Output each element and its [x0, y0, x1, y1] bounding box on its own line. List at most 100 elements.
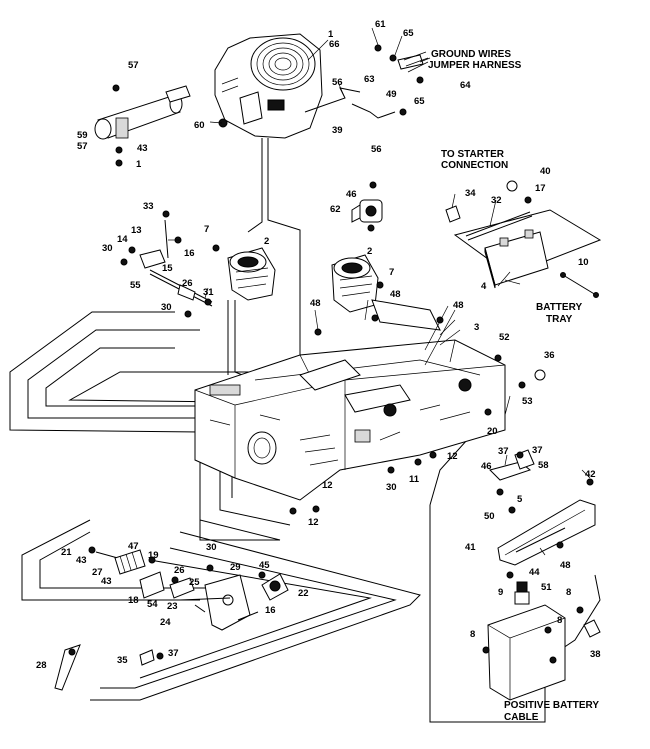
battery-caption: BATTERY: [536, 302, 582, 313]
callout: 22: [298, 588, 309, 599]
callout: 11: [409, 474, 420, 485]
positive-battery-caption: POSITIVE BATTERY: [504, 700, 599, 711]
callout: 45: [259, 560, 270, 571]
callout: 66: [329, 39, 340, 50]
callout: 65: [414, 96, 425, 107]
callout: 18: [128, 595, 139, 606]
callout: 13: [131, 225, 142, 236]
jumper-harness-caption: JUMPER HARNESS: [428, 60, 522, 71]
callout: 5: [517, 494, 523, 505]
callout: 8: [470, 629, 475, 640]
reservoir-tank: [482, 581, 601, 701]
callout: 57: [128, 60, 139, 71]
callout: 31: [203, 287, 214, 298]
callout: 37: [498, 446, 509, 457]
pedal-linkage: [54, 546, 289, 691]
callout: 1: [136, 159, 142, 170]
callout: 2: [367, 246, 372, 257]
callout: 65: [403, 28, 414, 39]
callout: 54: [147, 599, 158, 610]
callout: 21: [61, 547, 72, 558]
callout: 1: [328, 29, 334, 40]
callout: 48: [453, 300, 464, 311]
callout: 30: [386, 482, 397, 493]
callout: 56: [332, 77, 343, 88]
callout: 46: [346, 189, 357, 200]
connection-caption: CONNECTION: [441, 160, 508, 171]
callout: 30: [206, 542, 217, 553]
callout: 37: [168, 648, 179, 659]
engine: [214, 33, 323, 139]
callout: 33: [143, 201, 154, 212]
callout: 17: [535, 183, 546, 194]
callout: 29: [230, 562, 241, 573]
callout: 25: [189, 577, 200, 588]
muffler: [94, 84, 228, 167]
callout: 42: [585, 469, 596, 480]
callout: 48: [560, 560, 571, 571]
hydro-pump-right: [331, 254, 384, 313]
callout: 40: [540, 166, 551, 177]
battery-assembly: [445, 180, 602, 298]
callout: 28: [36, 660, 47, 671]
callout: 10: [578, 257, 589, 268]
callout: 4: [481, 281, 487, 292]
callout: 19: [148, 550, 159, 561]
callout: 16: [184, 248, 195, 259]
callout: 8: [557, 615, 562, 626]
chassis-frame: [194, 299, 546, 515]
callout: 7: [389, 267, 394, 278]
callout: 36: [544, 350, 555, 361]
callout: 20: [487, 426, 498, 437]
starter-solenoid: [351, 181, 383, 232]
callout: 38: [590, 649, 601, 660]
cable-caption: CABLE: [504, 712, 539, 723]
callout: 49: [386, 89, 397, 100]
callout: 8: [566, 587, 571, 598]
caption-labels: GROUND WIRES JUMPER HARNESS TO STARTER C…: [428, 49, 599, 723]
callout: 43: [137, 143, 148, 154]
callout: 62: [330, 204, 341, 215]
callout: 15: [162, 263, 173, 274]
callout: 46: [481, 461, 492, 472]
callout: 23: [167, 601, 178, 612]
callout: 52: [499, 332, 510, 343]
callout: 3: [474, 322, 479, 333]
callout: 7: [204, 224, 209, 235]
callout: 24: [160, 617, 171, 628]
ground-wires-caption: GROUND WIRES: [431, 49, 511, 60]
callout: 63: [364, 74, 375, 85]
callout: 27: [92, 567, 103, 578]
hydro-pump-left: [212, 244, 276, 301]
control-rod-left: [120, 210, 213, 318]
callout: 12: [322, 480, 333, 491]
callout: 30: [161, 302, 172, 313]
callout: 44: [529, 567, 540, 578]
callout: 51: [541, 582, 552, 593]
callout: 43: [101, 576, 112, 587]
callout: 39: [332, 125, 343, 136]
bracket-right: [489, 449, 596, 579]
callout: 56: [371, 144, 382, 155]
callout: 26: [182, 278, 193, 289]
callout: 35: [117, 655, 128, 666]
part-callouts: 1 66 61 65 57 63 56 49 64 65 59 57 43 1 …: [36, 19, 601, 671]
callout: 53: [522, 396, 533, 407]
callout: 47: [128, 541, 139, 552]
callout: 26: [174, 565, 185, 576]
callout: 55: [130, 280, 141, 291]
callout: 14: [117, 234, 128, 245]
callout: 57: [77, 141, 88, 152]
callout: 34: [465, 188, 476, 199]
callout: 60: [194, 120, 205, 131]
callout: 59: [77, 130, 88, 141]
tray-caption: TRAY: [546, 314, 573, 325]
leader-lines: [168, 27, 591, 556]
to-starter-caption: TO STARTER: [441, 149, 505, 160]
callout: 32: [491, 195, 502, 206]
callout: 41: [465, 542, 476, 553]
callout: 64: [460, 80, 471, 91]
callout: 50: [484, 511, 495, 522]
callout: 43: [76, 555, 87, 566]
